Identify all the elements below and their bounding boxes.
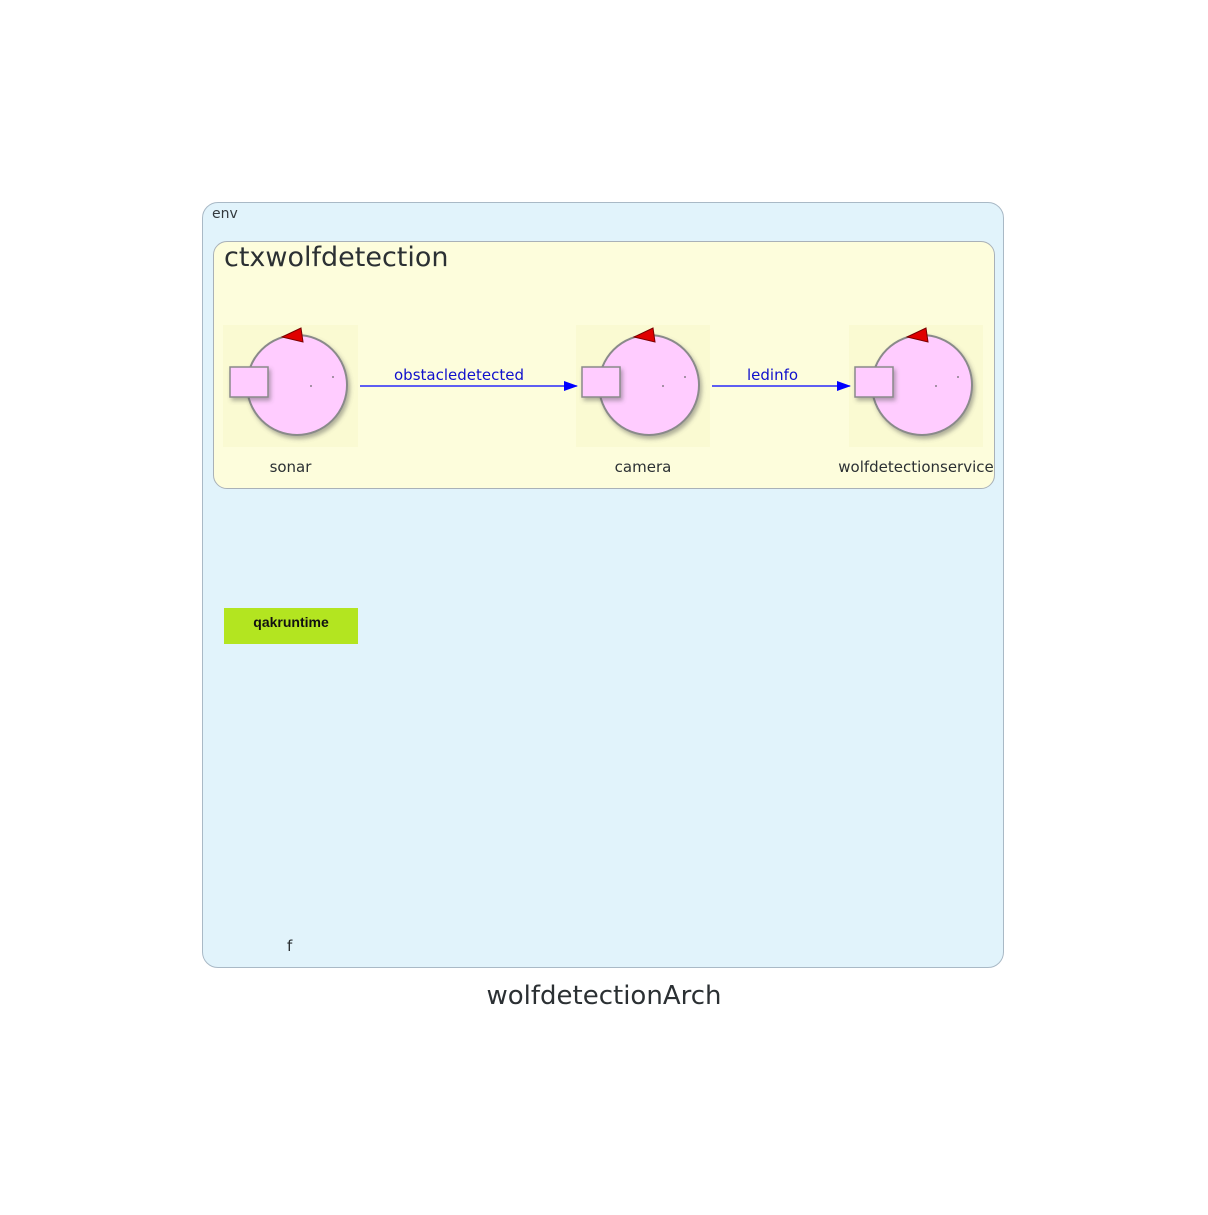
dot-icon [684, 376, 686, 378]
actor-port-icon [581, 366, 621, 398]
dot-icon [332, 376, 334, 378]
runtime-node[interactable]: qakruntime [224, 608, 358, 644]
dot-icon [662, 385, 664, 387]
dot-icon [957, 376, 959, 378]
actor-sonar[interactable] [223, 325, 358, 447]
actor-label-wolfdetectionservice: wolfdetectionservice [838, 458, 994, 476]
context-label: ctxwolfdetection [224, 242, 449, 273]
edge-label-ledinfo: ledinfo [747, 366, 799, 384]
dot-icon [935, 385, 937, 387]
dot-icon [310, 385, 312, 387]
red-triangle-icon [632, 327, 656, 343]
footer-node-label: f [287, 937, 293, 955]
env-label: env [212, 206, 238, 222]
actor-label-camera: camera [614, 458, 672, 476]
actor-port-icon [229, 366, 269, 398]
actor-wolfdetectionservice[interactable] [849, 325, 983, 447]
actor-label-sonar: sonar [269, 458, 312, 476]
red-triangle-icon [905, 327, 929, 343]
actor-port-icon [854, 366, 894, 398]
edge-label-obstacledetected: obstacledetected [394, 366, 524, 384]
red-triangle-icon [280, 327, 304, 343]
actor-camera[interactable] [576, 325, 710, 447]
diagram-title: wolfdetectionArch [486, 981, 722, 1011]
